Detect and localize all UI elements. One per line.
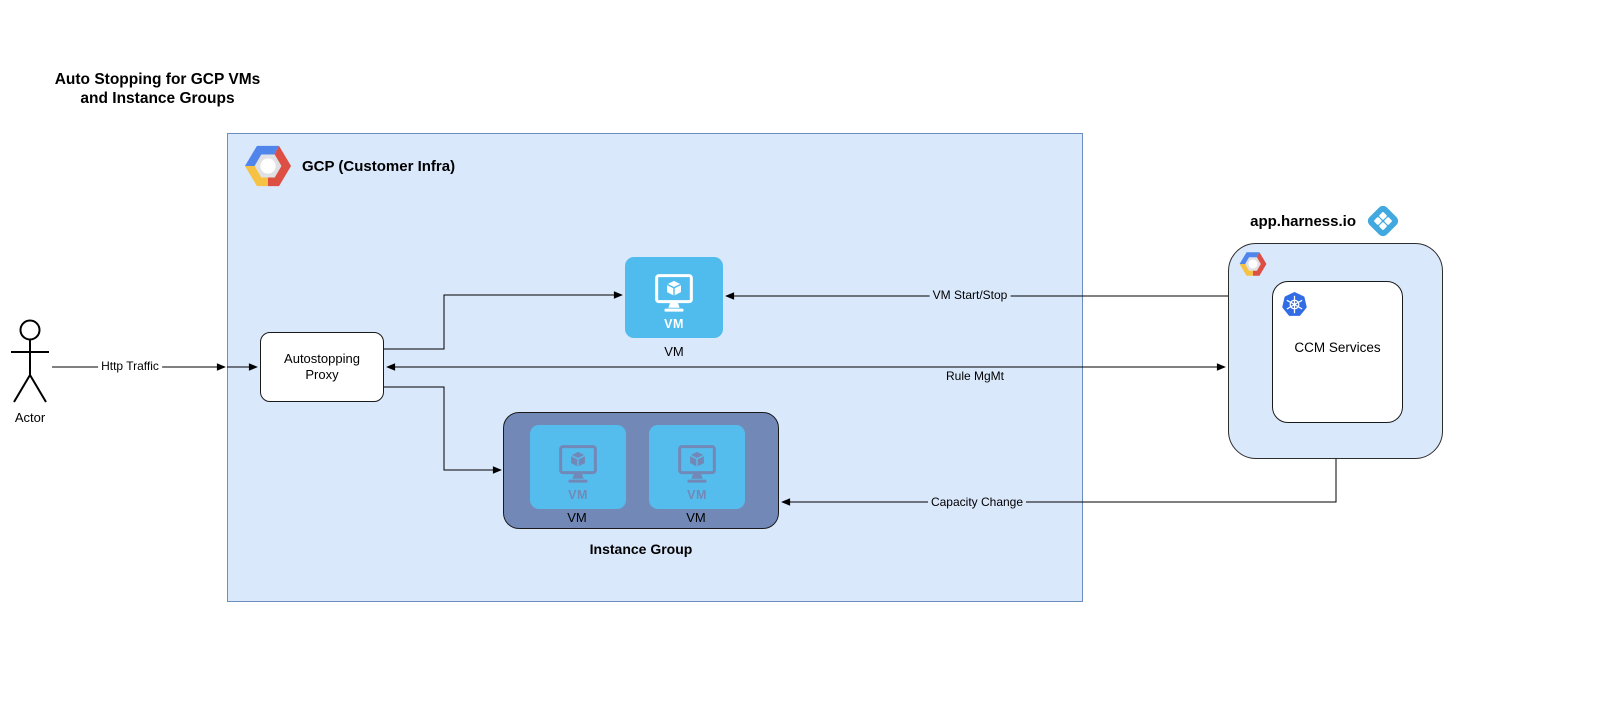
actor-icon [8, 318, 52, 410]
instance-group-box: VM VM [503, 412, 779, 529]
ccm-services-label: CCM Services [1294, 340, 1381, 355]
autostopping-proxy-node: Autostopping Proxy [260, 332, 384, 402]
actor-label: Actor [14, 410, 46, 425]
instance-group-vm-2-label: VM [686, 510, 706, 525]
vm-tile-label: VM [687, 488, 707, 502]
edge-label-vm-start-stop: VM Start/Stop [929, 288, 1011, 302]
vm-monitor-icon [552, 440, 604, 488]
vm-tile-label: VM [568, 488, 588, 502]
edge-label-capacity-change: Capacity Change [927, 495, 1027, 509]
edge-label-rule-mgmt: Rule MgMt [942, 369, 1008, 383]
gcp-box-header: GCP (Customer Infra) [244, 141, 455, 191]
harness-title: app.harness.io [1250, 212, 1356, 230]
vm-monitor-icon [671, 440, 723, 488]
gcp-logo-icon [244, 142, 292, 190]
kubernetes-icon [1282, 292, 1307, 317]
diagram-title-line1: Auto Stopping for GCP VMs [54, 71, 261, 88]
ccm-services-box [1272, 281, 1403, 423]
vm-monitor-icon [648, 269, 700, 317]
diagram-title: Auto Stopping for GCP VMs and Instance G… [40, 70, 275, 108]
diagram-title-line2: and Instance Groups [80, 90, 235, 107]
harness-header: app.harness.io [1232, 203, 1402, 239]
vm-node-label: VM [664, 344, 684, 359]
vm-tile-label: VM [664, 317, 684, 331]
instance-group-vm-1: VM [530, 425, 626, 509]
instance-group-label: Instance Group [589, 541, 693, 557]
edge-label-http-traffic: Http Traffic [98, 359, 162, 373]
instance-group-vm-1-label: VM [567, 510, 587, 525]
harness-logo-icon [1364, 202, 1402, 240]
proxy-label-line1: Autostopping [284, 351, 360, 366]
harness-gcp-logo-icon [1239, 250, 1267, 278]
proxy-label-line2: Proxy [305, 367, 339, 382]
vm-node: VM [625, 257, 723, 338]
gcp-box-title: GCP (Customer Infra) [302, 157, 456, 175]
instance-group-vm-2: VM [649, 425, 745, 509]
